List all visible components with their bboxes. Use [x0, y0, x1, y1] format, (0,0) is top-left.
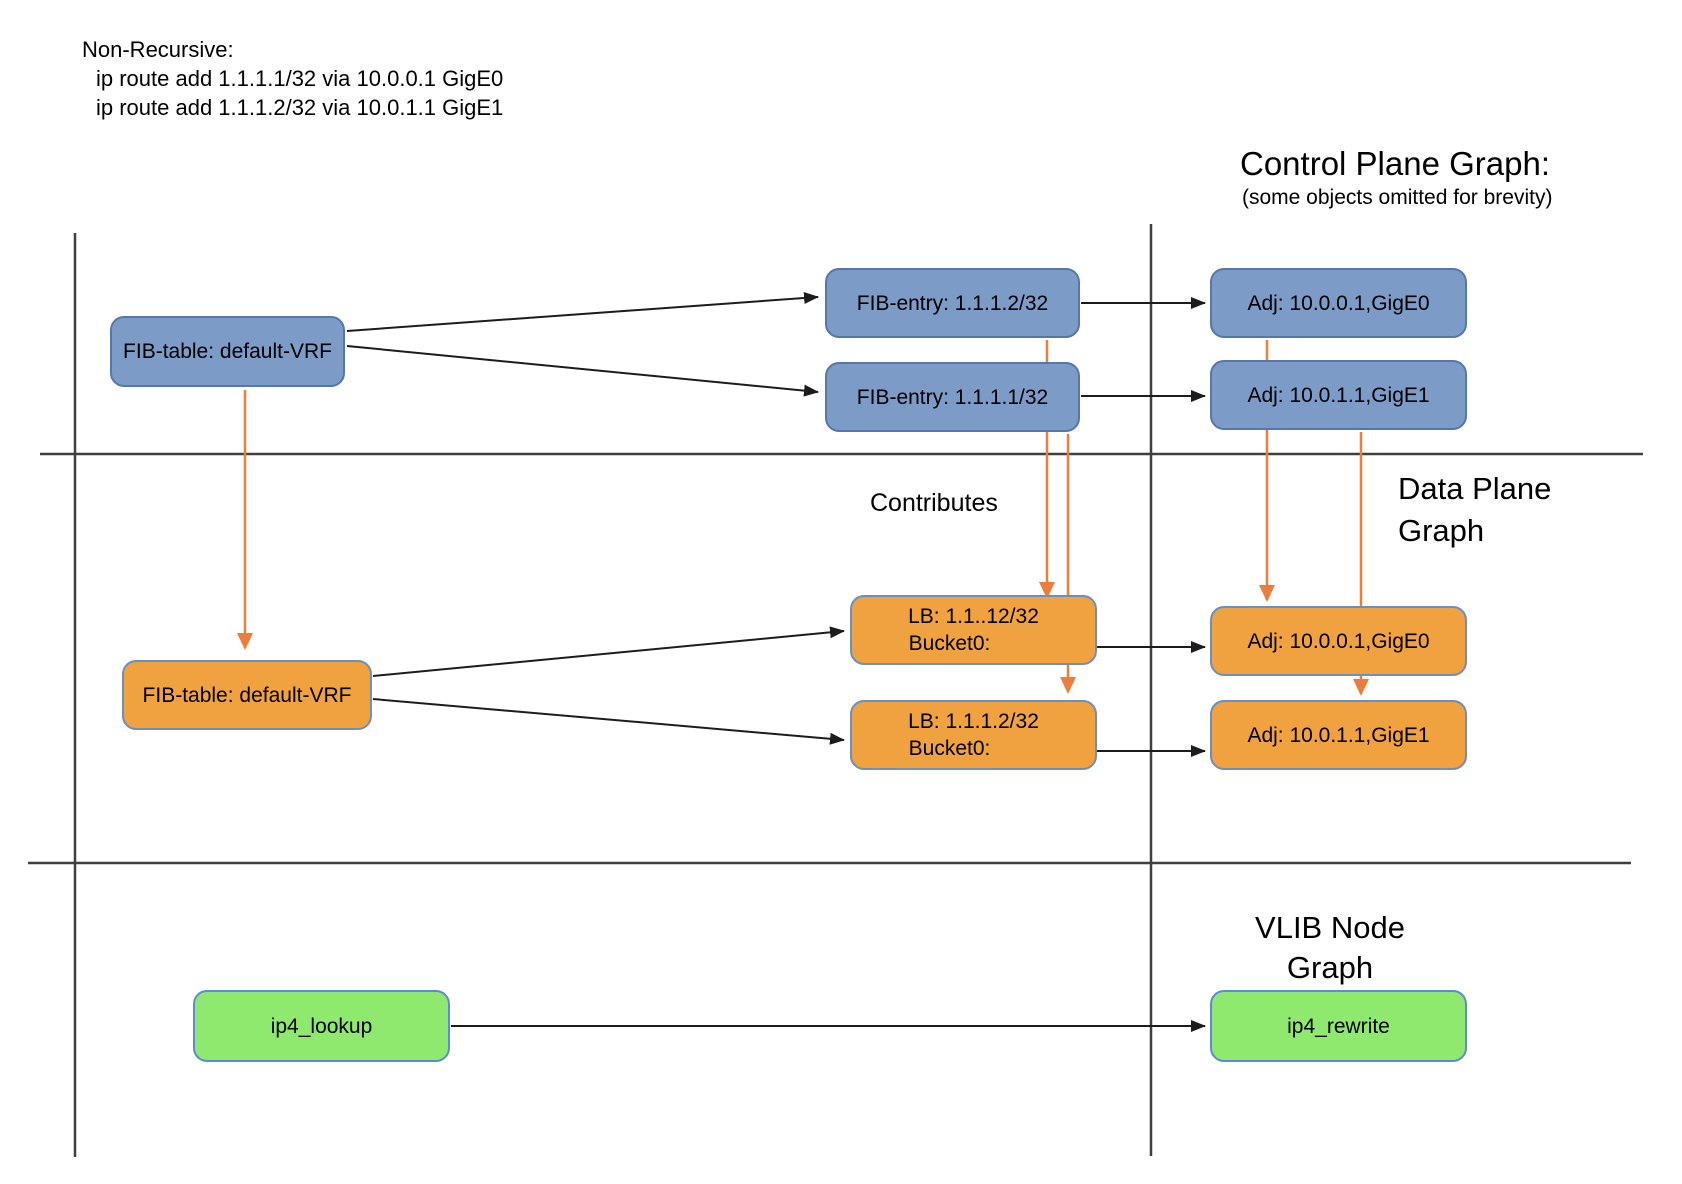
arrow-cp-fibtable-to-fibentry2: [346, 292, 819, 332]
data-plane-title-line1: Data Plane: [1398, 471, 1552, 506]
node-dp-adj-gige0-label: Adj: 10.0.0.1,GigE0: [1247, 629, 1430, 653]
node-cp-adj-gige1: Adj: 10.0.1.1,GigE1: [1210, 360, 1467, 430]
node-dp-adj-gige0: Adj: 10.0.0.1,GigE0: [1210, 606, 1467, 676]
arrow-dp-fibtable-to-lb2: [372, 698, 845, 745]
vlib-node-graph-title: VLIB Node Graph: [1180, 908, 1480, 988]
control-plane-title: Control Plane Graph:: [1240, 145, 1551, 182]
node-cp-fib-entry-1111-label: FIB-entry: 1.1.1.1/32: [856, 385, 1049, 409]
node-cp-fib-entry-1111: FIB-entry: 1.1.1.1/32: [825, 362, 1080, 432]
node-ip4-lookup-label: ip4_lookup: [270, 1014, 373, 1038]
node-dp-adj-gige1: Adj: 10.0.1.1,GigE1: [1210, 700, 1467, 770]
node-dp-lb-2-line2: Bucket0:: [908, 737, 991, 760]
node-cp-fib-entry-1112-label: FIB-entry: 1.1.1.2/32: [856, 291, 1049, 315]
contributes-label: Contributes: [870, 489, 998, 517]
vlib-title-line1: VLIB Node: [1255, 910, 1405, 945]
data-plane-title-line2: Graph: [1398, 513, 1485, 548]
route-annotation: Non-Recursive: ip route add 1.1.1.1/32 v…: [82, 35, 503, 122]
node-dp-lb-1-line2: Bucket0:: [908, 632, 991, 655]
route-annotation-title: Non-Recursive:: [82, 37, 234, 62]
vlib-title-line2: Graph: [1286, 950, 1374, 985]
node-dp-fib-table: FIB-table: default-VRF: [122, 660, 372, 730]
node-cp-fib-entry-1112: FIB-entry: 1.1.1.2/32: [825, 268, 1080, 338]
node-dp-lb-2-line1: LB: 1.1.1.2/32: [908, 710, 1039, 733]
route-command-2: ip route add 1.1.1.2/32 via 10.0.1.1 Gig…: [96, 95, 504, 120]
node-dp-lb-1: LB: 1.1..12/32 Bucket0:: [850, 595, 1097, 665]
node-cp-fib-table-label: FIB-table: default-VRF: [123, 340, 332, 363]
data-plane-title: Data Plane Graph: [1398, 468, 1551, 552]
node-dp-adj-gige1-label: Adj: 10.0.1.1,GigE1: [1247, 723, 1430, 747]
node-cp-adj-gige0: Adj: 10.0.0.1,GigE0: [1210, 268, 1467, 338]
node-dp-lb-1-line1: LB: 1.1..12/32: [908, 605, 1039, 628]
node-ip4-lookup: ip4_lookup: [193, 990, 450, 1062]
control-plane-subtitle: (some objects omitted for brevity): [1242, 186, 1553, 209]
node-dp-lb-2: LB: 1.1.1.2/32 Bucket0:: [850, 700, 1097, 770]
arrow-cp-fibtable-to-fibentry1: [346, 345, 819, 397]
node-cp-fib-table: FIB-table: default-VRF: [110, 316, 345, 387]
node-ip4-rewrite-label: ip4_rewrite: [1287, 1014, 1390, 1038]
arrow-dp-fibtable-to-lb1: [372, 626, 845, 677]
node-cp-adj-gige1-label: Adj: 10.0.1.1,GigE1: [1247, 383, 1430, 407]
node-cp-adj-gige0-label: Adj: 10.0.0.1,GigE0: [1247, 291, 1430, 315]
route-command-1: ip route add 1.1.1.1/32 via 10.0.0.1 Gig…: [96, 66, 504, 91]
node-ip4-rewrite: ip4_rewrite: [1210, 990, 1467, 1062]
node-dp-fib-table-label: FIB-table: default-VRF: [142, 683, 352, 707]
